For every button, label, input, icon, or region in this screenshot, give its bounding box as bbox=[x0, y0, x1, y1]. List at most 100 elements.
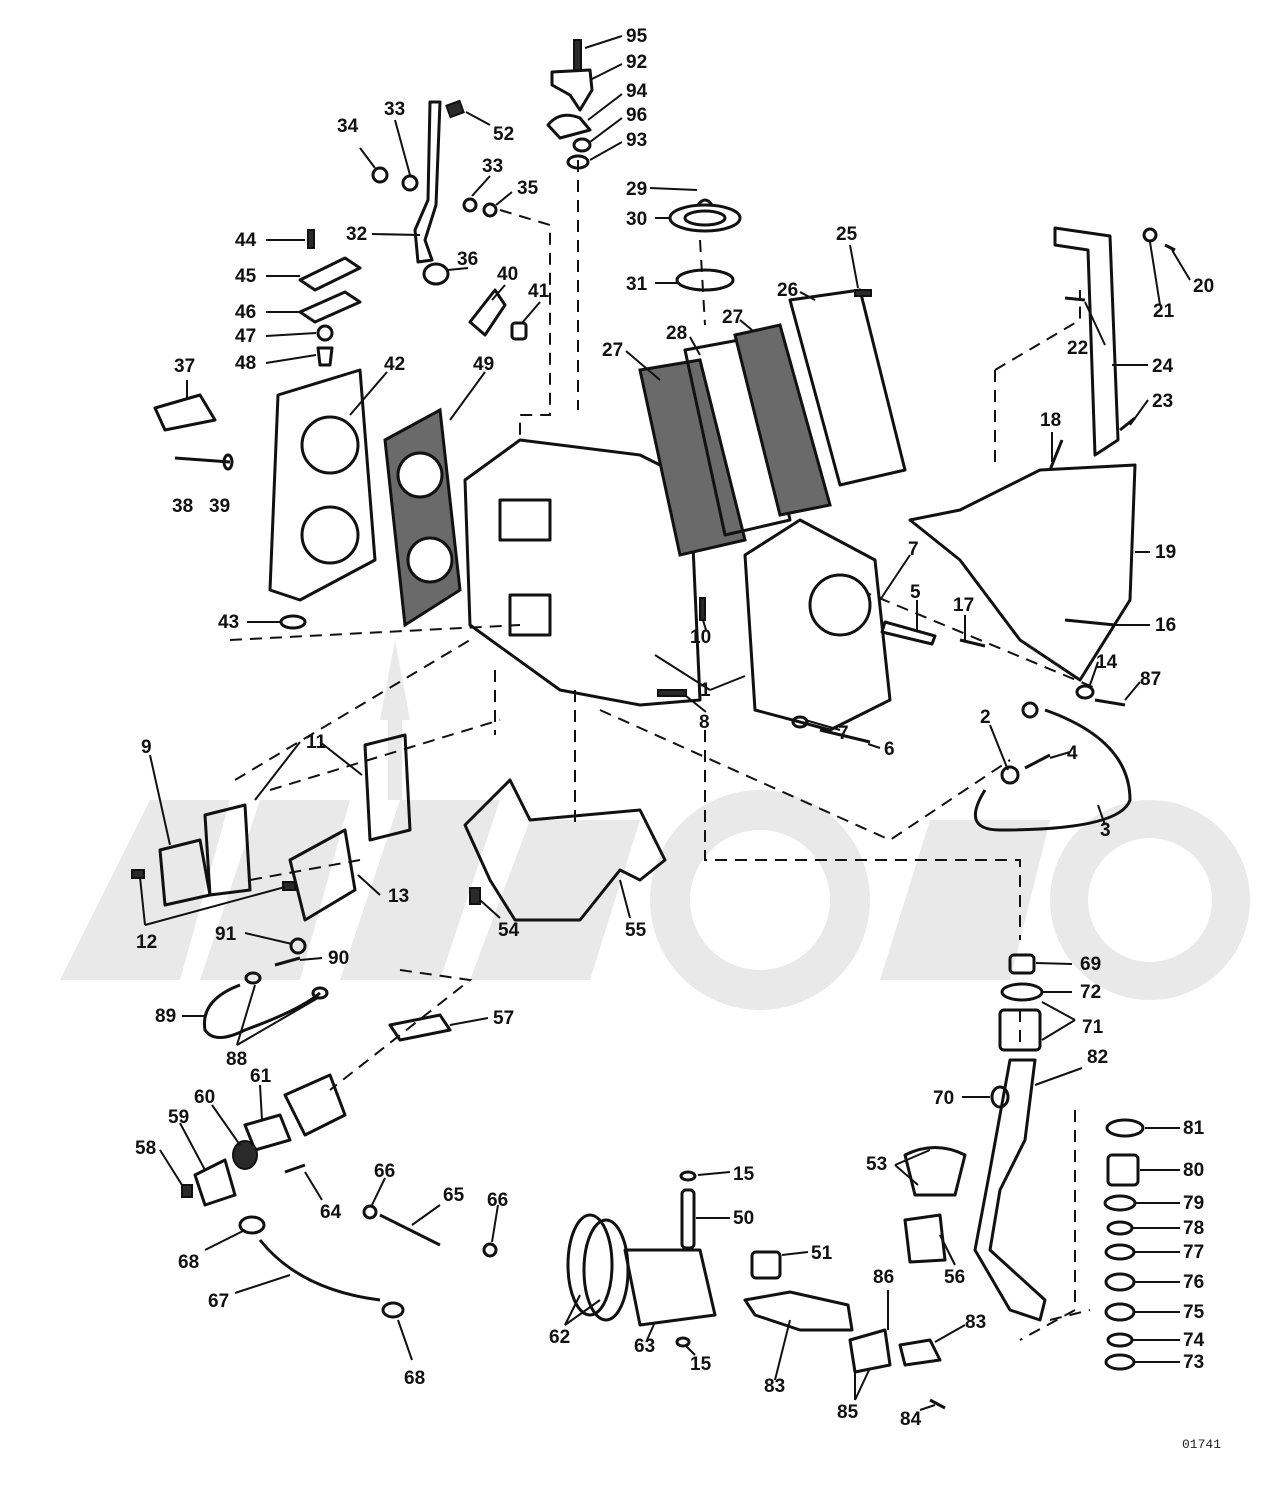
callout-42: 42 bbox=[384, 354, 405, 375]
bolt-16 bbox=[1064, 618, 1116, 627]
callout-85: 85 bbox=[837, 1402, 859, 1423]
callout-83b: 83 bbox=[965, 1312, 986, 1333]
bearing-56 bbox=[903, 1213, 947, 1264]
nut-2a bbox=[1021, 701, 1039, 719]
rings-62b bbox=[582, 1218, 630, 1322]
callout-12: 12 bbox=[136, 932, 157, 953]
gasket-11b bbox=[363, 733, 412, 842]
callout-9: 9 bbox=[141, 737, 152, 758]
callout-60: 60 bbox=[194, 1087, 215, 1108]
piston-63 bbox=[623, 1248, 717, 1327]
screw-44 bbox=[307, 229, 315, 249]
callout-67: 67 bbox=[208, 1291, 229, 1312]
callout-18: 18 bbox=[1040, 410, 1061, 431]
callout-49: 49 bbox=[473, 354, 494, 375]
callout-47: 47 bbox=[235, 326, 256, 347]
clamp-88b bbox=[311, 986, 329, 1000]
callout-76: 76 bbox=[1183, 1272, 1204, 1293]
reed-block-13 bbox=[288, 828, 357, 922]
callout-87: 87 bbox=[1140, 669, 1161, 690]
callout-93: 93 bbox=[626, 130, 647, 151]
clamp-66a bbox=[362, 1204, 378, 1220]
callout-5: 5 bbox=[910, 582, 921, 603]
callout-55: 55 bbox=[625, 920, 647, 941]
connecting-rod-83 bbox=[743, 1290, 854, 1332]
nut-91 bbox=[289, 937, 307, 955]
retainer-53 bbox=[903, 1146, 967, 1197]
callout-44: 44 bbox=[235, 230, 257, 251]
callout-3: 3 bbox=[1100, 820, 1111, 841]
cylinder-head-cover-42 bbox=[268, 368, 377, 602]
callout-40: 40 bbox=[497, 264, 518, 285]
hose-89 bbox=[202, 983, 321, 1039]
plate-28 bbox=[683, 336, 792, 537]
ring-76 bbox=[1104, 1272, 1136, 1292]
callout-53: 53 bbox=[866, 1154, 887, 1175]
ring-79 bbox=[1103, 1194, 1137, 1212]
callout-33a: 33 bbox=[384, 99, 405, 120]
callout-25: 25 bbox=[836, 224, 858, 245]
spring-52 bbox=[445, 99, 465, 119]
bolt-87 bbox=[1094, 698, 1126, 707]
callout-59: 59 bbox=[168, 1107, 189, 1128]
callout-11: 11 bbox=[306, 732, 327, 753]
callout-39: 39 bbox=[209, 496, 230, 517]
ring-74 bbox=[1106, 1332, 1134, 1348]
washer-7 bbox=[791, 715, 809, 729]
callout-36: 36 bbox=[457, 249, 478, 270]
screw-90 bbox=[274, 956, 301, 967]
callout-35: 35 bbox=[517, 178, 539, 199]
ring-73 bbox=[1104, 1353, 1136, 1371]
crankshaft-82 bbox=[973, 1058, 1047, 1322]
clip-22 bbox=[1064, 296, 1086, 302]
cam-40 bbox=[468, 288, 507, 337]
callout-46: 46 bbox=[235, 302, 256, 323]
nut-2b bbox=[1000, 765, 1020, 785]
callout-82: 82 bbox=[1087, 1047, 1108, 1068]
callout-15b: 15 bbox=[690, 1354, 712, 1375]
callout-78: 78 bbox=[1183, 1218, 1204, 1239]
callout-66a: 66 bbox=[374, 1161, 395, 1182]
callout-26: 26 bbox=[777, 280, 798, 301]
gasket-57 bbox=[388, 1013, 452, 1042]
callout-27a: 27 bbox=[722, 307, 743, 328]
callout-41: 41 bbox=[528, 281, 550, 302]
cover-59 bbox=[193, 1158, 237, 1207]
callout-68a: 68 bbox=[178, 1252, 199, 1273]
clamp-68b bbox=[381, 1301, 405, 1319]
gasket-11a bbox=[203, 803, 252, 897]
screw-64 bbox=[284, 1163, 306, 1174]
clamp-68a bbox=[238, 1215, 266, 1235]
bolt-17 bbox=[959, 638, 986, 648]
hose-67 bbox=[258, 1239, 381, 1302]
spark-plug-37 bbox=[153, 393, 217, 432]
callout-22: 22 bbox=[1067, 338, 1088, 359]
screw-4 bbox=[1024, 753, 1051, 770]
bolt-5 bbox=[880, 620, 937, 646]
callout-61: 61 bbox=[250, 1066, 272, 1087]
filter-60 bbox=[232, 1140, 258, 1170]
key-70 bbox=[990, 1085, 1010, 1109]
watermark-logo bbox=[60, 640, 1250, 1010]
callout-69: 69 bbox=[1080, 954, 1101, 975]
callout-81: 81 bbox=[1183, 1118, 1205, 1139]
plug-36 bbox=[422, 262, 450, 286]
hose-3 bbox=[974, 708, 1132, 832]
bearing-71 bbox=[998, 1008, 1042, 1052]
callout-89: 89 bbox=[155, 1006, 176, 1027]
callout-27b: 27 bbox=[602, 340, 623, 361]
bracket-45 bbox=[298, 256, 362, 292]
callout-84: 84 bbox=[900, 1409, 922, 1430]
callout-8: 8 bbox=[699, 712, 710, 733]
callout-33b: 33 bbox=[482, 156, 503, 177]
screw-29 bbox=[696, 198, 714, 206]
top-linkage-parts bbox=[298, 39, 742, 367]
callout-63: 63 bbox=[634, 1336, 655, 1357]
callout-13: 13 bbox=[388, 886, 409, 907]
callout-30: 30 bbox=[626, 209, 647, 230]
callout-90: 90 bbox=[328, 948, 349, 969]
bracket-group bbox=[908, 226, 1176, 707]
hose-group-right bbox=[974, 701, 1132, 832]
callout-86: 86 bbox=[873, 1267, 894, 1288]
bolt-18 bbox=[1048, 439, 1064, 471]
